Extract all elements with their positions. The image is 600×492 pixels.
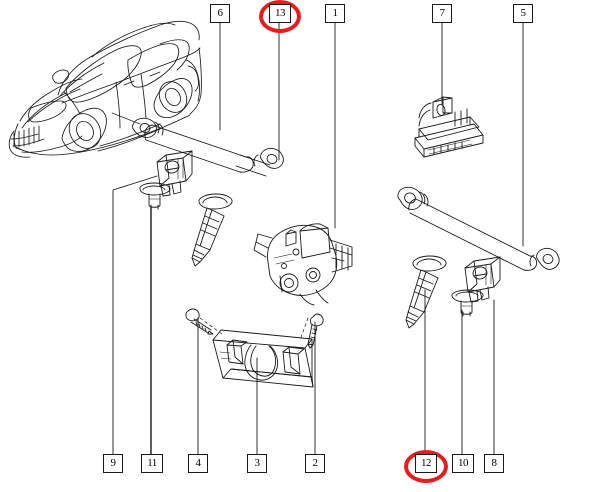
tailgate-handle-switch [414, 96, 484, 158]
callout-5[interactable]: 5 [513, 4, 533, 23]
latch-screw [307, 313, 324, 349]
callout-10[interactable]: 10 [452, 454, 474, 473]
callout-7[interactable]: 7 [432, 4, 452, 23]
callout-8[interactable]: 8 [484, 454, 504, 473]
callout-4[interactable]: 4 [188, 454, 208, 473]
gas-strut-left [111, 112, 284, 177]
ball-stud-socket-clip [156, 150, 193, 197]
tailgate-lock-latch [253, 223, 353, 306]
gas-strut-right [397, 186, 560, 271]
callout-1[interactable]: 1 [325, 4, 345, 23]
striker-catch-plate [212, 329, 314, 388]
callout-12[interactable]: 12 [415, 454, 437, 473]
striker-screw [185, 308, 214, 335]
car-illustration [8, 20, 202, 158]
leader-lines [112, 22, 524, 455]
callout-13[interactable]: 13 [269, 4, 291, 23]
callout-9[interactable]: 9 [103, 454, 123, 473]
callout-2[interactable]: 2 [305, 454, 325, 473]
expanding-rivet [405, 255, 447, 329]
callout-11[interactable]: 11 [141, 454, 163, 473]
expanding-rivet-left [191, 193, 233, 267]
push-pin-small [451, 289, 484, 317]
ball-stud-bracket [464, 256, 501, 303]
push-pin-retainer [139, 182, 171, 210]
callout-3[interactable]: 3 [247, 454, 267, 473]
callout-6[interactable]: 6 [210, 4, 230, 23]
